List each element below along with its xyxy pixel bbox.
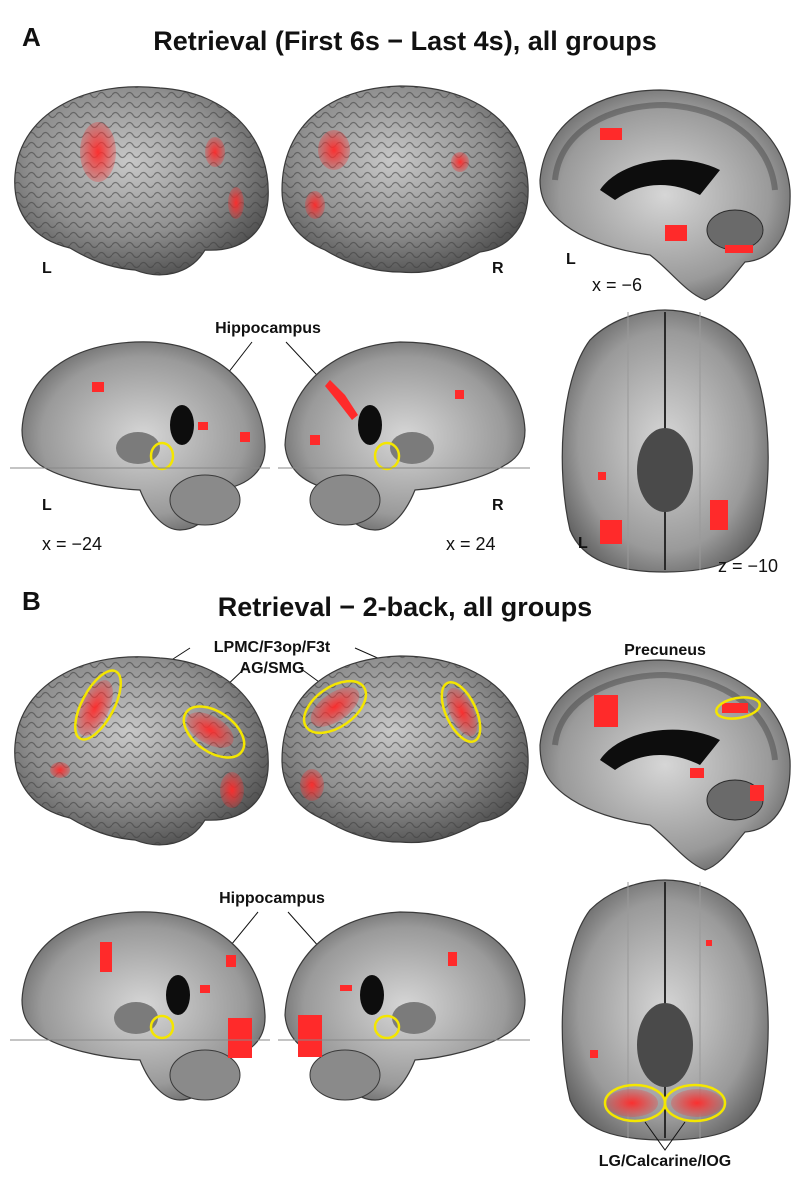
occipital-label: LG/Calcarine/IOG [599,1153,731,1170]
occipital-highlight-ellipse [663,1083,727,1123]
coronal-left-coord-label-a: x = −24 [42,534,102,554]
activation-blob [310,435,320,445]
activation-blob [205,137,225,167]
activation-blob [240,432,250,442]
activation-blob [455,390,464,399]
activation-blob [228,187,244,219]
activation-blob [710,500,728,530]
coronal-right-side-label-a: R [492,497,504,514]
panel-a-title: Retrieval (First 6s − Last 4s), all grou… [153,26,656,56]
activation-blob [448,952,457,966]
hippocampus-label-b: Hippocampus [219,890,325,907]
activation-blob [220,772,244,808]
coronal-right-coord-label-a: x = 24 [446,534,496,554]
agsmg-label: AG/SMG [240,660,305,677]
activation-blob [200,985,210,993]
activation-blob [340,985,352,991]
lateral-left-side-label-a: L [42,260,52,277]
brain-axial-b [561,879,769,1141]
hippocampus-label-a: Hippocampus [215,320,321,337]
medial-side-label-a: L [566,251,576,268]
activation-blob [198,422,208,430]
brain-lateral-right-a [281,85,529,274]
activation-blob [600,520,622,544]
brain-lateral-left-a [14,86,269,276]
activation-blob [186,712,234,748]
brain-axial-a [561,309,769,573]
activation-blob [600,128,622,140]
activation-blob [446,687,478,737]
brain-coronal-right-a [284,341,526,531]
precuneus-highlight-ellipse [715,696,761,720]
activation-blob [50,762,70,778]
activation-blob [305,191,325,219]
brain-medial-sagittal-b [539,659,791,871]
lpmc-highlight-ellipse [73,669,123,741]
lpmc-label: LPMC/F3op/F3t [214,639,331,656]
coronal-left-side-label-a: L [42,497,52,514]
medial-coord-label-a: x = −6 [592,275,642,295]
activation-blob [325,380,358,420]
activation-blob [77,680,113,736]
panel-a-letter: A [22,22,41,52]
activation-blob [594,695,618,727]
axial-side-label-a: L [578,535,588,552]
activation-blob [671,1089,723,1117]
activation-blob [80,122,116,182]
hippocampus-highlight-ellipse [149,1014,175,1040]
hippocampus-highlight-ellipse [149,441,175,471]
lateral-right-side-label-a: R [492,260,504,277]
activation-blob [298,1015,322,1057]
occipital-callout-lines [644,1121,686,1151]
activation-blob [590,1050,598,1058]
activation-blob [228,1018,252,1058]
hippocampus-highlight-ellipse [373,441,401,471]
panel-b-letter: B [22,586,41,616]
activation-blob [750,785,764,801]
agsmg-highlight-ellipse [302,679,368,735]
brain-lateral-right-b [281,655,529,844]
brain-coronal-right-b [284,911,526,1101]
activation-blob [300,769,324,801]
agsmg-highlight-ellipse [182,705,246,759]
activation-blob [451,152,469,172]
brain-lateral-left-b [14,656,269,846]
axial-coord-label-a: z = −10 [718,556,778,576]
precuneus-label: Precuneus [624,642,706,659]
activation-blob [690,768,704,778]
activation-blob [100,942,112,972]
activation-blob [598,472,606,480]
activation-blob [226,955,236,967]
hippocampus-highlight-ellipse [373,1014,401,1040]
activation-blob [606,1089,658,1117]
activation-blob [722,703,748,713]
activation-blob [310,687,360,727]
brain-medial-sagittal-a [539,89,791,301]
activation-blob [665,225,687,241]
activation-blob [92,382,104,392]
activation-blob [725,245,753,253]
lpmc-highlight-ellipse [440,681,482,743]
panel-b-title: Retrieval − 2-back, all groups [218,592,592,622]
brain-coronal-left-b [21,911,266,1101]
brain-coronal-left-a [21,341,266,531]
activation-blob [318,130,350,170]
activation-blob [706,940,712,946]
